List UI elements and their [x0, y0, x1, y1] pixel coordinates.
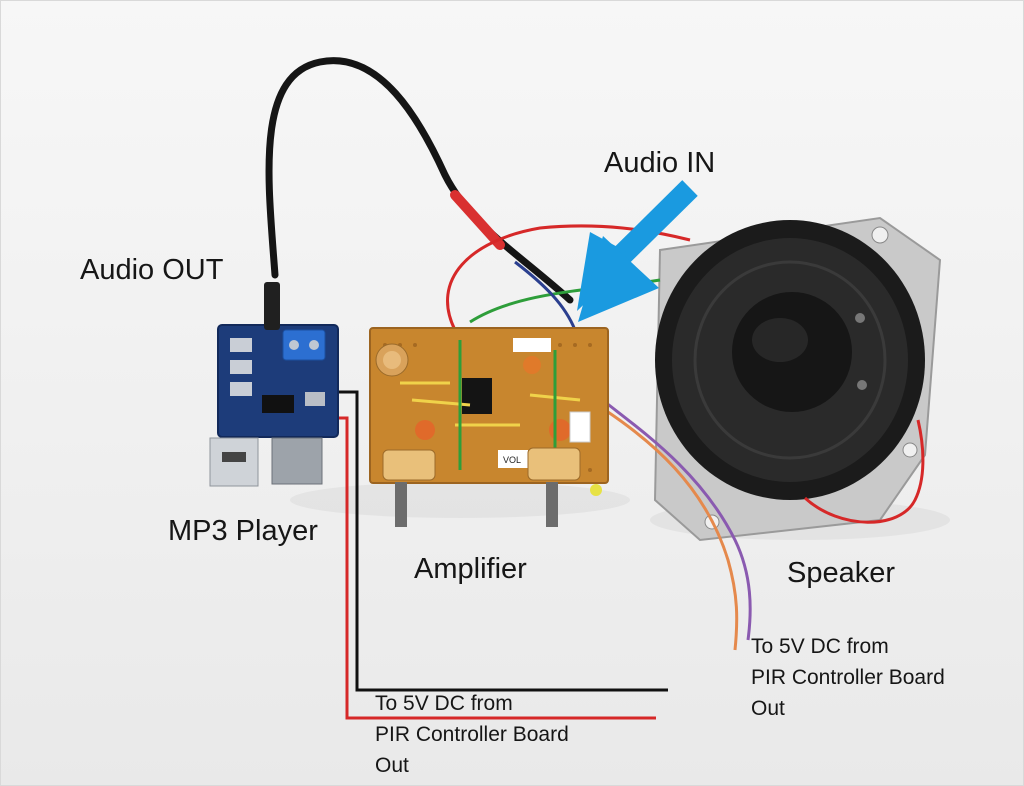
power-note-bottom-line2: PIR Controller Board [375, 723, 569, 746]
power-note-bottom-line1: To 5V DC from [375, 692, 513, 715]
amplifier-shadow [290, 482, 630, 518]
mp3-chip [262, 395, 294, 413]
capacitor [415, 420, 435, 440]
capacitor [523, 356, 541, 374]
audio-jack [264, 282, 280, 330]
speaker-mount-hole [871, 226, 889, 244]
vol-board-text: VOL [503, 455, 521, 465]
speaker-mount-hole [902, 442, 918, 458]
speaker-label: Speaker [787, 557, 896, 589]
volume-potentiometer [382, 449, 436, 481]
pot-shaft [395, 482, 407, 527]
pot-shaft [546, 482, 558, 527]
power-note-bottom-line3: Out [375, 754, 409, 777]
capacitor [549, 419, 571, 441]
power-note-right-line3: Out [751, 697, 785, 720]
mp3-player-label: MP3 Player [168, 515, 318, 547]
amplifier-label: Amplifier [414, 553, 527, 585]
amplifier-ic [462, 378, 492, 414]
power-note-right: To 5V DC from PIR Controller Board Out [751, 631, 945, 724]
vol-label-sticker [498, 450, 528, 468]
speaker [653, 216, 942, 542]
speaker-red-wire [803, 419, 925, 524]
power-note-bottom: To 5V DC from PIR Controller Board Out [375, 688, 569, 781]
audio-out-label: Audio OUT [80, 254, 224, 286]
power-note-right-line1: To 5V DC from [751, 635, 889, 658]
red-power-line [335, 416, 656, 720]
audio-in-arrow [577, 180, 698, 322]
red-sleeve [450, 190, 505, 250]
black-power-line [335, 390, 668, 692]
tone-potentiometer [527, 447, 581, 481]
audio-cable [265, 57, 574, 304]
purple-power-wire [599, 396, 752, 641]
audio-in-label: Audio IN [604, 147, 716, 179]
led [590, 484, 602, 496]
power-note-right-line2: PIR Controller Board [751, 666, 945, 689]
terminal-block [282, 329, 326, 361]
amplifier-board: VOL [369, 327, 609, 527]
audio-in-sticker [513, 338, 551, 352]
sd-slot [271, 437, 323, 485]
orange-power-wire [604, 408, 739, 651]
mp3-player-board [209, 282, 339, 487]
